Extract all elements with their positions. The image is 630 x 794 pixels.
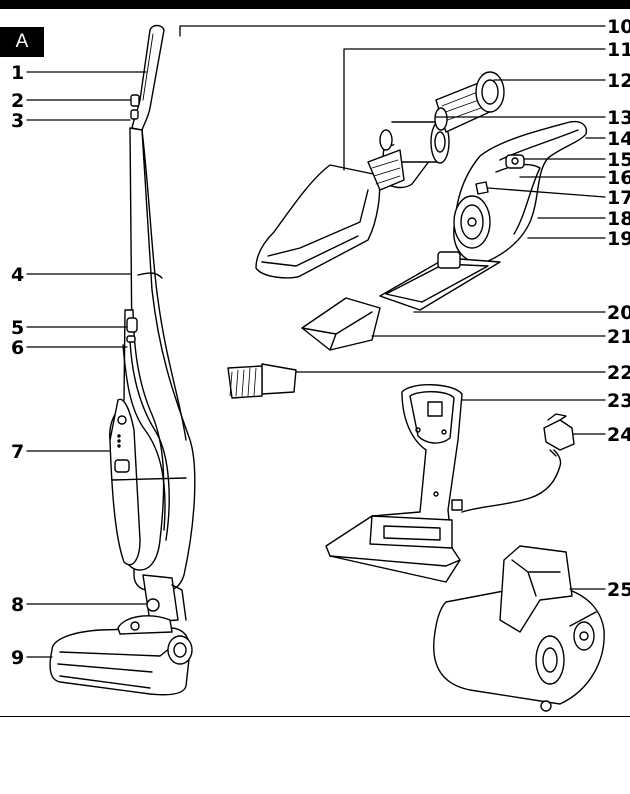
callout-14: 14 — [607, 128, 630, 150]
adapter-illustration — [544, 414, 574, 456]
callout-17: 17 — [607, 187, 630, 209]
brush-tool-illustration — [228, 364, 296, 398]
callout-9: 9 — [11, 647, 24, 669]
callout-10: 10 — [607, 16, 630, 38]
handheld-illustration — [256, 72, 586, 310]
callout-7: 7 — [11, 441, 24, 463]
callout-12: 12 — [607, 70, 630, 92]
callout-24: 24 — [607, 424, 630, 446]
callout-11: 11 — [607, 39, 630, 61]
callout-23: 23 — [607, 390, 630, 412]
callout-13: 13 — [607, 107, 630, 129]
callout-16: 16 — [607, 167, 630, 189]
callout-3: 3 — [11, 110, 24, 132]
stick-vacuum-illustration — [50, 26, 195, 695]
callout-1: 1 — [11, 62, 24, 84]
callout-25: 25 — [607, 579, 630, 601]
crevice-tool-illustration — [302, 298, 380, 350]
callout-18: 18 — [607, 208, 630, 230]
callout-21: 21 — [607, 326, 630, 348]
callout-2: 2 — [11, 90, 24, 112]
callout-22: 22 — [607, 362, 630, 384]
callout-20: 20 — [607, 302, 630, 324]
callout-19: 19 — [607, 228, 630, 250]
callout-6: 6 — [11, 337, 24, 359]
callout-8: 8 — [11, 594, 24, 616]
callout-5: 5 — [11, 317, 24, 339]
turbo-brush-illustration — [434, 546, 604, 711]
callout-4: 4 — [11, 264, 24, 286]
